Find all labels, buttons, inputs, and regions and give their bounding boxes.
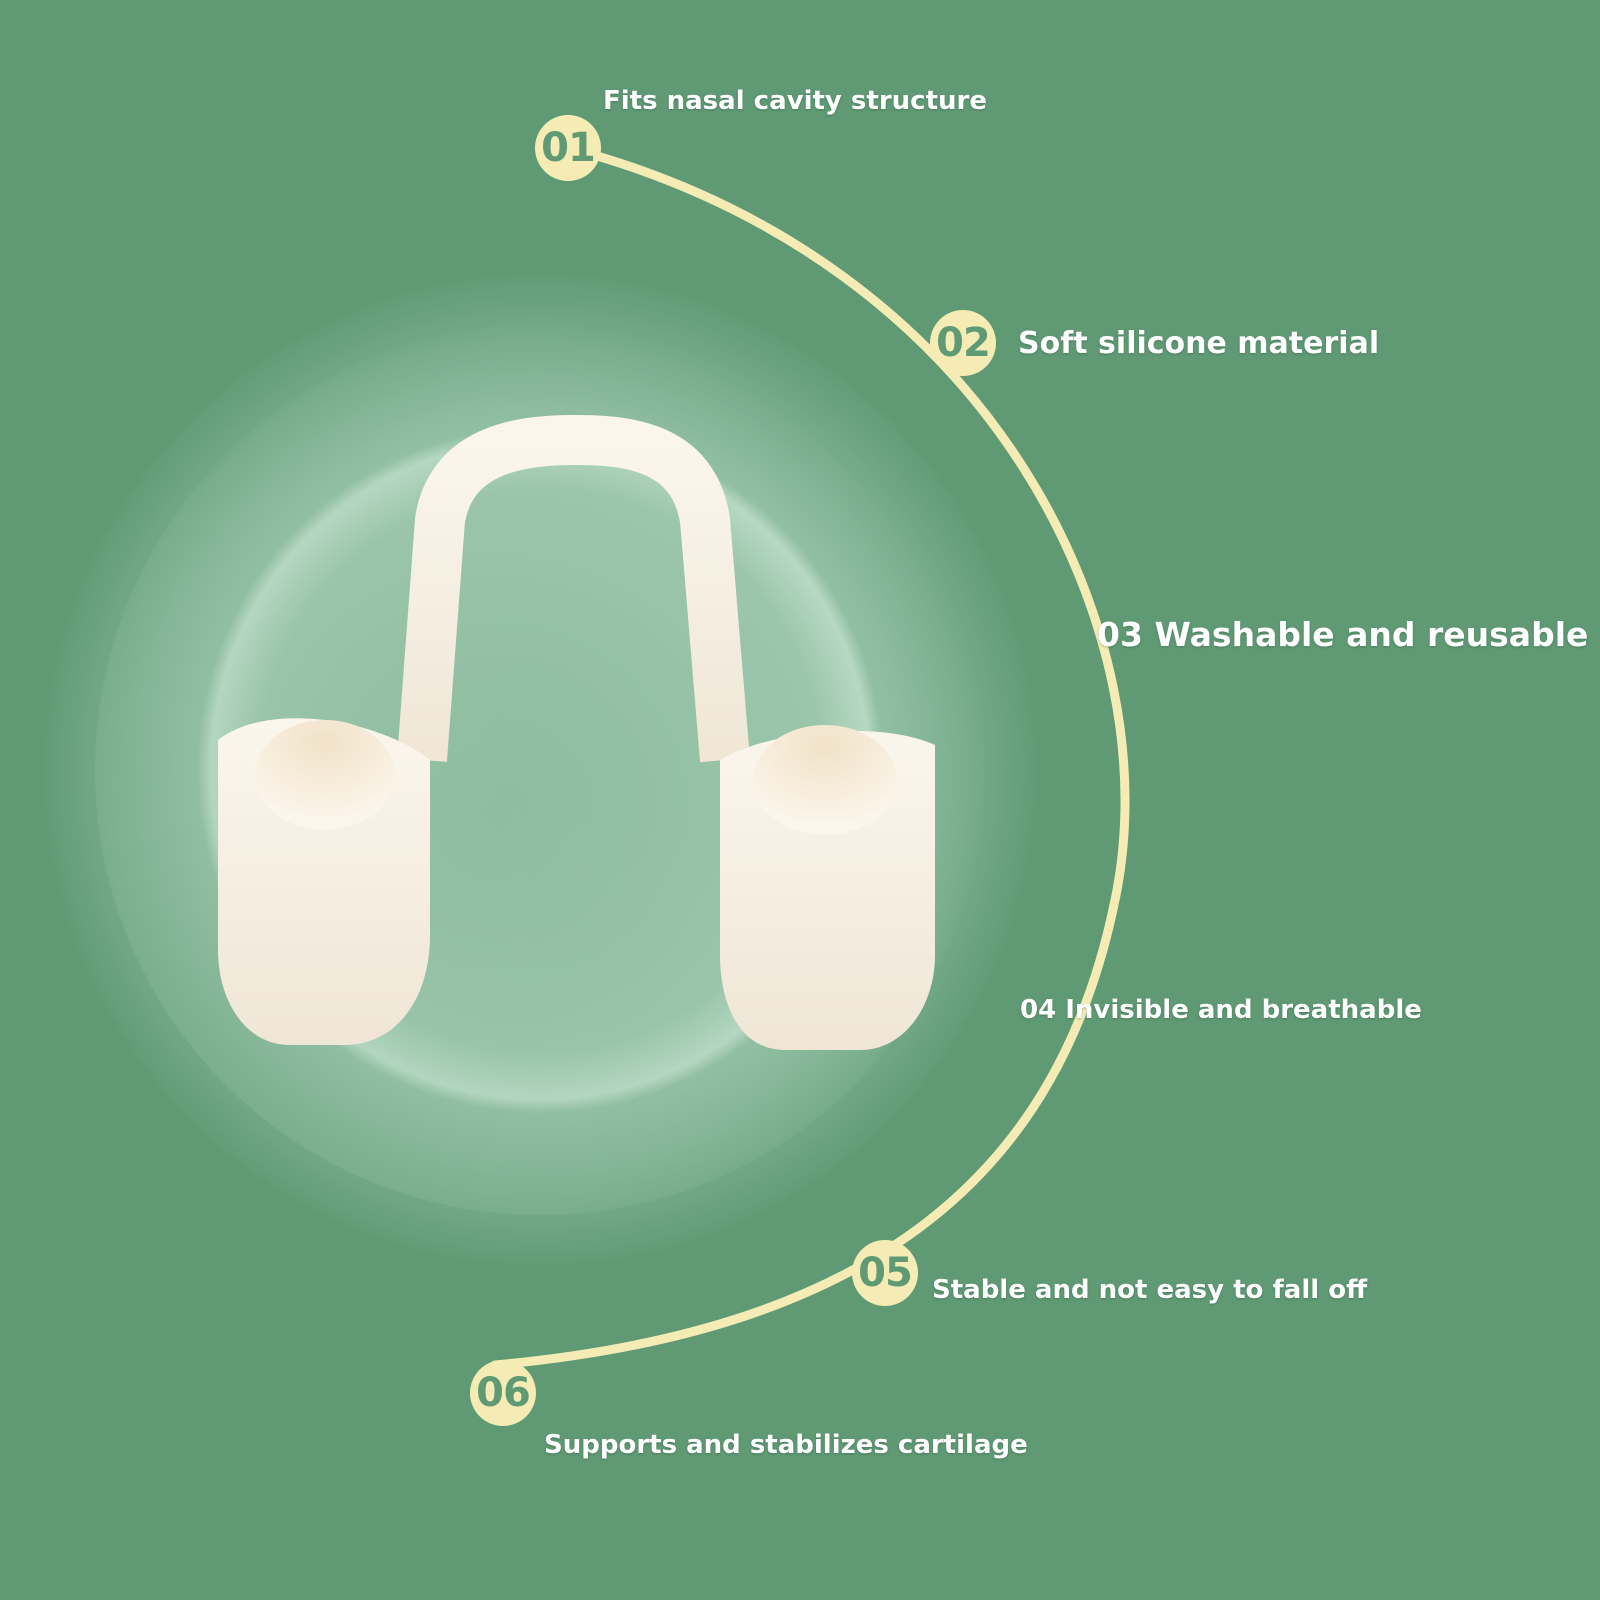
feature-2-label: Soft silicone material — [1018, 326, 1380, 361]
nose-clip-icon — [218, 415, 935, 1050]
feature-3-text: Washable and reusable — [1154, 615, 1589, 654]
feature-1-badge: 01 — [535, 115, 601, 181]
feature-5-label: Stable and not easy to fall off — [932, 1275, 1368, 1305]
feature-3-label: 03 Washable and reusable — [1097, 615, 1588, 654]
feature-1-label: Fits nasal cavity structure — [603, 86, 987, 116]
feature-4-number: 04 — [1020, 995, 1057, 1025]
feature-4-text: Invisible and breathable — [1065, 995, 1422, 1025]
feature-2-badge: 02 — [930, 310, 996, 376]
feature-5-badge: 05 — [852, 1240, 918, 1306]
feature-3-number: 03 — [1097, 615, 1143, 654]
feature-4-label: 04 Invisible and breathable — [1020, 995, 1422, 1025]
feature-arc — [490, 142, 1130, 1370]
feature-6-badge: 06 — [470, 1360, 536, 1426]
feature-6-label: Supports and stabilizes cartilage — [544, 1430, 1028, 1460]
